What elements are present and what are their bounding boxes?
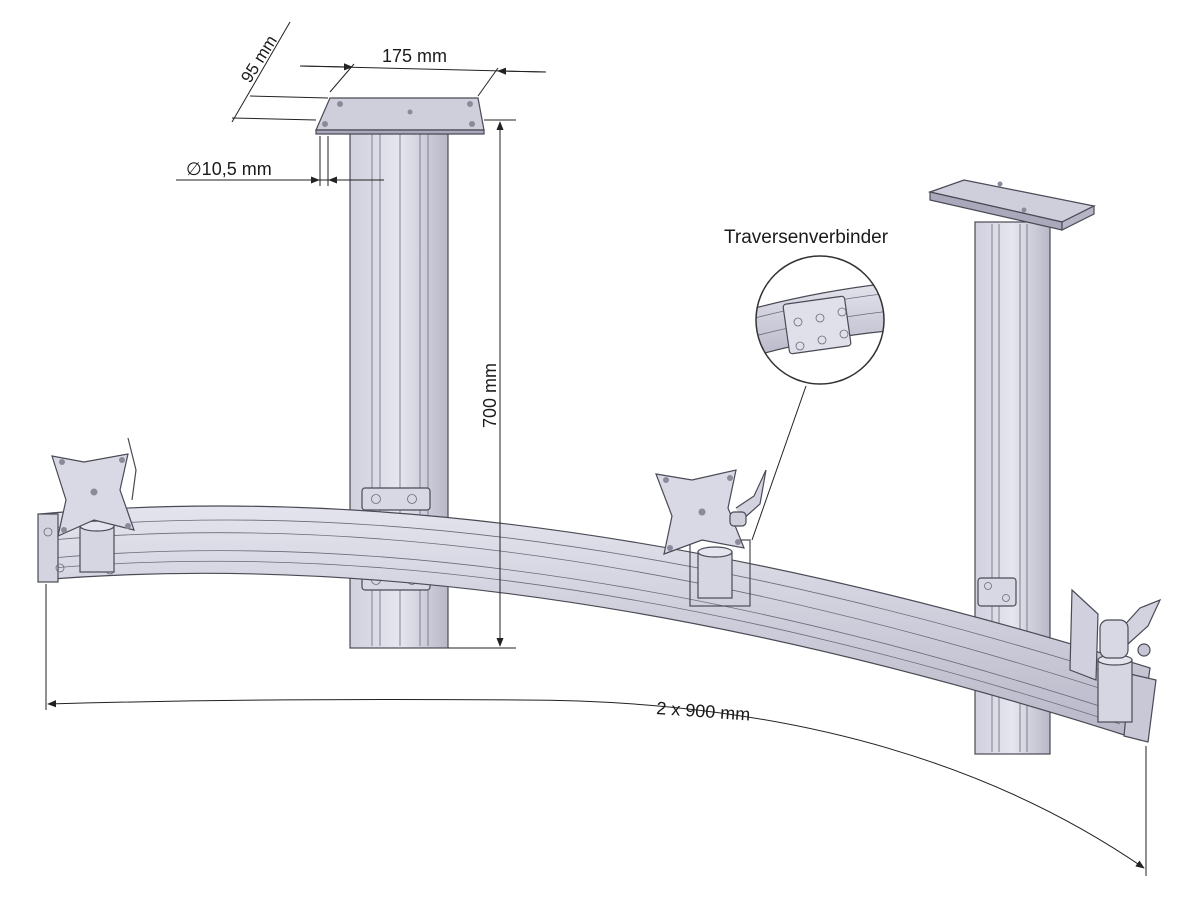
- label-column-height: 700 mm: [480, 363, 500, 428]
- label-hole-diameter: ∅10,5 mm: [186, 159, 272, 179]
- dimension-plate-width: 175 mm: [299, 46, 547, 97]
- vesa-mount-center: [655, 469, 767, 607]
- curved-beam: [37, 505, 1157, 743]
- vesa-mount-right: [1069, 588, 1162, 723]
- label-plate-depth: 95 mm: [237, 32, 281, 86]
- dimension-plate-depth: 95 mm: [231, 21, 329, 123]
- vesa-mount-left: [51, 437, 137, 573]
- label-plate-width: 175 mm: [382, 46, 447, 66]
- connector-detail-callout: Traversenverbinder: [724, 227, 889, 541]
- dimension-column-height: 700 mm: [448, 119, 516, 649]
- label-beam-length: 2 x 900 mm: [656, 698, 751, 725]
- label-connector: Traversenverbinder: [724, 227, 889, 248]
- dimension-hole-diameter: ∅10,5 mm: [176, 136, 384, 186]
